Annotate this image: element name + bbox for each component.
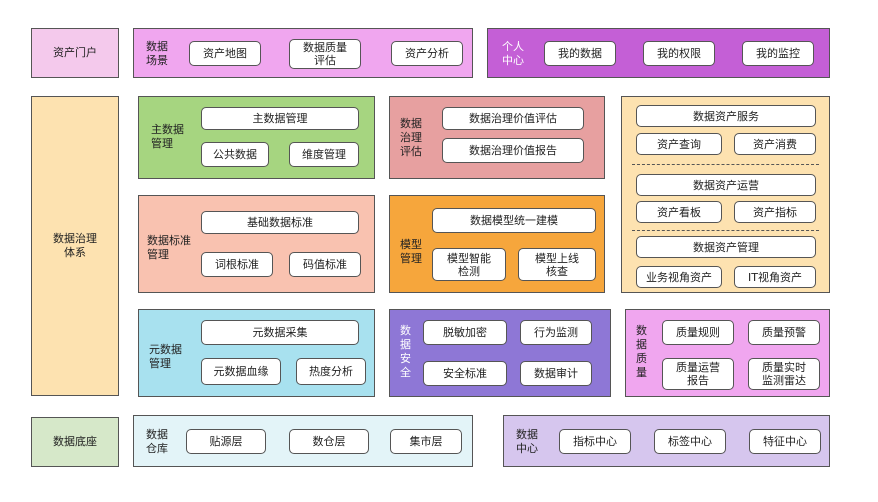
data-warehouse-panel: 数据 仓库 贴源层 数仓层 集市层: [133, 415, 473, 467]
quality-evaluate-button[interactable]: 数据质量 评估: [289, 39, 361, 69]
data-base-label: 数据底座: [53, 435, 97, 448]
master-data-panel: 主数据 管理 主数据管理 公共数据 维度管理: [138, 96, 375, 179]
governance-value-evaluate-button[interactable]: 数据治理价值评估: [442, 107, 584, 130]
metadata-collect-button[interactable]: 元数据采集: [201, 320, 359, 345]
model-online-review-button[interactable]: 模型上线 核查: [518, 248, 596, 281]
asset-divider-2: [632, 230, 819, 231]
governance-evaluate-label: 数据 治理 评估: [400, 117, 422, 158]
master-data-label: 主数据 管理: [151, 123, 184, 150]
it-view-asset-button[interactable]: IT视角资产: [734, 266, 816, 288]
asset-ops-button[interactable]: 数据资产运营: [636, 174, 816, 196]
data-scene-panel: 数据 场景 资产地图 数据质量 评估 资产分析: [133, 28, 473, 78]
asset-map-button[interactable]: 资产地图: [189, 41, 261, 66]
data-quality-label: 数 据 质 量: [636, 324, 647, 379]
data-quality-panel: 数 据 质 量 质量规则 质量预警 质量运营 报告 质量实时 监测雷达: [625, 309, 830, 397]
behavior-monitor-button[interactable]: 行为监测: [520, 320, 592, 345]
feature-center-button[interactable]: 特征中心: [749, 429, 821, 454]
governance-system-panel: 数据治理 体系: [31, 96, 119, 396]
asset-portal-label: 资产门户: [53, 46, 97, 59]
code-value-standard-button[interactable]: 码值标准: [289, 252, 361, 277]
quality-alert-button[interactable]: 质量预警: [748, 320, 820, 345]
quality-ops-report-button[interactable]: 质量运营 报告: [662, 358, 734, 390]
asset-board-button[interactable]: 资产看板: [636, 201, 722, 223]
data-standard-panel: 数据标准 管理 基础数据标准 词根标准 码值标准: [138, 195, 375, 293]
my-monitor-button[interactable]: 我的监控: [742, 41, 814, 66]
base-standard-button[interactable]: 基础数据标准: [201, 211, 359, 234]
data-asset-panel: 数据资产服务 资产查询 资产消费 数据资产运营 资产看板 资产指标 数据资产管理…: [621, 96, 830, 293]
security-standard-button[interactable]: 安全标准: [423, 361, 507, 386]
quality-radar-button[interactable]: 质量实时 监测雷达: [748, 358, 820, 390]
quality-rule-button[interactable]: 质量规则: [662, 320, 734, 345]
dw-layer-button[interactable]: 数仓层: [289, 429, 369, 454]
metadata-manage-panel: 元数据 管理 元数据采集 元数据血缘 热度分析: [138, 309, 375, 397]
asset-indicator-button[interactable]: 资产指标: [734, 201, 816, 223]
indicator-center-button[interactable]: 指标中心: [559, 429, 631, 454]
unified-model-button[interactable]: 数据模型统一建模: [432, 208, 596, 233]
desensitize-encrypt-button[interactable]: 脱敏加密: [423, 320, 507, 345]
asset-service-button[interactable]: 数据资产服务: [636, 105, 816, 127]
heat-analysis-button[interactable]: 热度分析: [296, 358, 366, 385]
asset-mgmt-button[interactable]: 数据资产管理: [636, 236, 816, 258]
tag-center-button[interactable]: 标签中心: [654, 429, 726, 454]
my-data-button[interactable]: 我的数据: [544, 41, 616, 66]
governance-evaluate-panel: 数据 治理 评估 数据治理价值评估 数据治理价值报告: [389, 96, 605, 179]
model-manage-panel: 模型 管理 数据模型统一建模 模型智能 检测 模型上线 核查: [389, 195, 605, 293]
metadata-lineage-button[interactable]: 元数据血缘: [201, 358, 281, 385]
root-word-standard-button[interactable]: 词根标准: [201, 252, 273, 277]
dimension-manage-button[interactable]: 维度管理: [289, 142, 359, 167]
data-center-label: 数据 中心: [516, 428, 538, 455]
public-data-button[interactable]: 公共数据: [201, 142, 269, 167]
data-warehouse-label: 数据 仓库: [146, 428, 168, 455]
data-center-panel: 数据 中心 指标中心 标签中心 特征中心: [503, 415, 830, 467]
model-smart-check-button[interactable]: 模型智能 检测: [432, 248, 506, 281]
asset-divider-1: [632, 164, 819, 165]
asset-portal-panel: 资产门户: [31, 28, 119, 78]
governance-system-label: 数据治理 体系: [53, 232, 97, 259]
business-view-asset-button[interactable]: 业务视角资产: [636, 266, 722, 288]
governance-value-report-button[interactable]: 数据治理价值报告: [442, 138, 584, 163]
model-manage-label: 模型 管理: [400, 238, 422, 265]
data-standard-label: 数据标准 管理: [147, 234, 191, 261]
source-layer-button[interactable]: 贴源层: [186, 429, 266, 454]
personal-center-label: 个人 中心: [502, 40, 524, 67]
asset-query-button[interactable]: 资产查询: [636, 133, 722, 155]
metadata-manage-label: 元数据 管理: [149, 343, 182, 370]
data-base-panel: 数据底座: [31, 417, 119, 467]
data-security-panel: 数 据 安 全 脱敏加密 行为监测 安全标准 数据审计: [389, 309, 611, 397]
mart-layer-button[interactable]: 集市层: [390, 429, 462, 454]
asset-analysis-button[interactable]: 资产分析: [391, 41, 463, 66]
data-security-label: 数 据 安 全: [400, 324, 411, 379]
personal-center-panel: 个人 中心 我的数据 我的权限 我的监控: [487, 28, 830, 78]
my-permission-button[interactable]: 我的权限: [643, 41, 715, 66]
data-scene-label: 数据 场景: [146, 40, 168, 67]
data-audit-button[interactable]: 数据审计: [520, 361, 592, 386]
asset-consume-button[interactable]: 资产消费: [734, 133, 816, 155]
master-data-manage-button[interactable]: 主数据管理: [201, 107, 359, 130]
